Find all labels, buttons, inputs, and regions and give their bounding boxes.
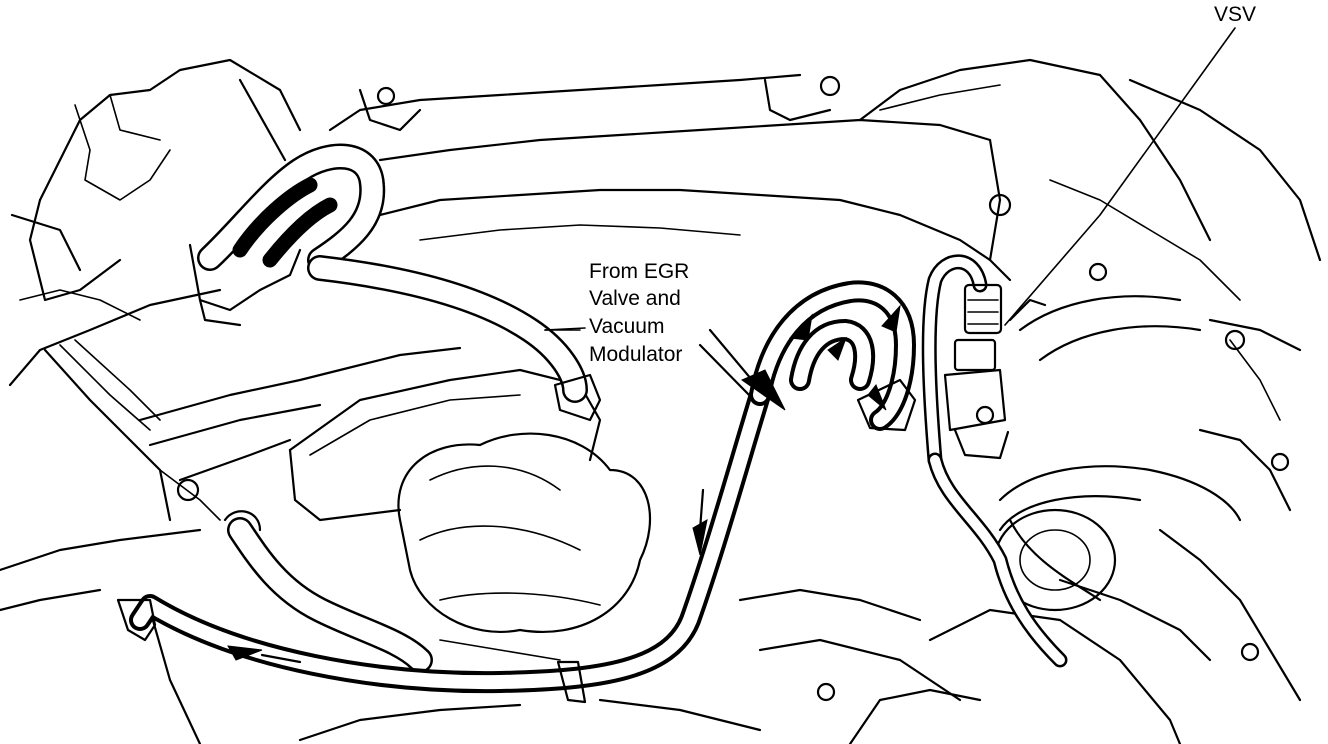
- egr-label-line4: Modulator: [589, 343, 682, 366]
- vsv-leader-line: [1004, 27, 1236, 326]
- flow-arrow-loop-1: [788, 313, 813, 341]
- egr-label-line3: Vacuum: [589, 315, 664, 338]
- flow-arrow-loop-3: [867, 384, 887, 411]
- flow-arrow-loop-2: [881, 304, 901, 333]
- egr-label-line1: From EGR: [589, 260, 689, 283]
- vsv-assembly: [921, 254, 1068, 668]
- flow-arrow-left: [227, 645, 263, 661]
- hose-bundle-upper-left: [188, 78, 386, 327]
- vsv-label: VSV: [1214, 3, 1256, 26]
- egr-leader-line: [544, 327, 586, 331]
- egr-label-line2: Valve and: [589, 287, 681, 310]
- flow-arrow-incoming: [740, 369, 786, 411]
- flow-hose-main: [116, 384, 771, 704]
- engine-outline: [0, 58, 1322, 744]
- hose-upper-left-to-throttle: [307, 255, 602, 422]
- hose-lower-left: [223, 510, 433, 673]
- flow-arrow-loop-4: [827, 336, 847, 361]
- flow-hose-egr-loop: [698, 280, 917, 432]
